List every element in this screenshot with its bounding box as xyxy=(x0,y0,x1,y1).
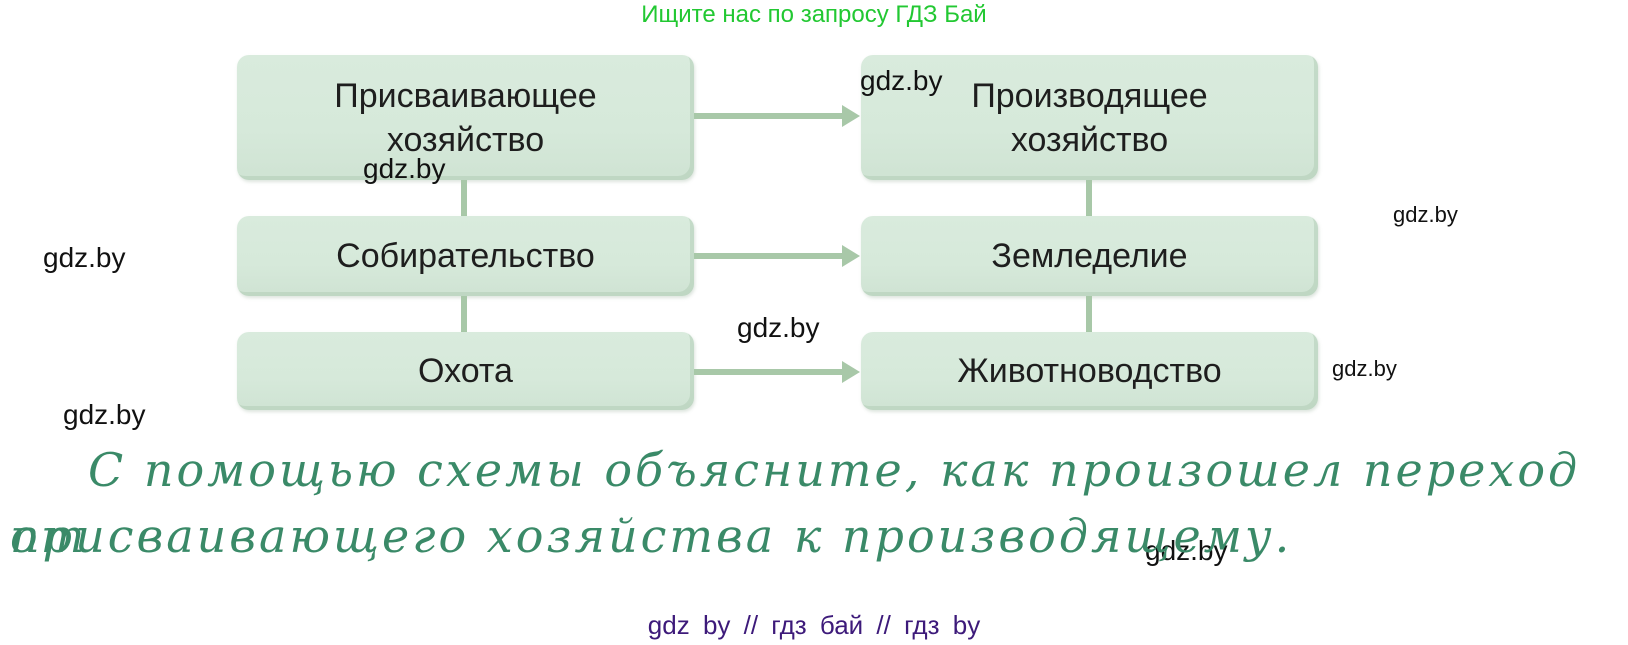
box-label: Производящее xyxy=(971,76,1208,115)
box-label: Земледелие xyxy=(991,237,1188,275)
box-hunting: Охота xyxy=(237,332,694,410)
box-appropriating-economy: Присваивающее хозяйство xyxy=(237,55,694,180)
task-line-2: присваивающего хозяйства к производящему… xyxy=(10,509,1293,563)
watermark: gdz.by xyxy=(1332,356,1397,381)
watermark: gdz.by xyxy=(1393,202,1458,227)
arrow-right-icon xyxy=(694,105,860,127)
box-animal-husbandry: Животноводство xyxy=(861,332,1318,410)
task-line-1: С помощью схемы объясните, как произошел… xyxy=(10,443,1581,563)
connector-line xyxy=(1086,180,1092,216)
box-label: Охота xyxy=(418,352,513,390)
box-producing-economy: Производящее хозяйство xyxy=(861,55,1318,180)
box-agriculture: Земледелие xyxy=(861,216,1318,296)
arrow-right-icon xyxy=(694,245,860,267)
arrow-right-icon xyxy=(694,361,860,383)
watermark: gdz.by xyxy=(1145,535,1228,566)
search-banner: Ищите нас по запросу ГДЗ Бай xyxy=(641,1,987,28)
footer-watermark: gdz by // гдз бай // гдз by xyxy=(647,610,981,640)
connector-line xyxy=(1086,296,1092,332)
box-label: Присваивающее xyxy=(334,76,597,115)
watermark: gdz.by xyxy=(363,153,446,184)
watermark: gdz.by xyxy=(63,399,146,430)
box-label: Собирательство xyxy=(336,237,595,275)
box-label: хозяйство xyxy=(386,120,545,159)
watermark: gdz.by xyxy=(860,65,943,96)
box-gathering: Собирательство xyxy=(237,216,694,296)
connector-line xyxy=(461,180,467,216)
connector-line xyxy=(461,296,467,332)
box-label: хозяйство xyxy=(1010,120,1169,159)
watermark: gdz.by xyxy=(737,312,820,343)
box-label: Животноводство xyxy=(957,352,1222,390)
watermark: gdz.by xyxy=(43,242,126,273)
